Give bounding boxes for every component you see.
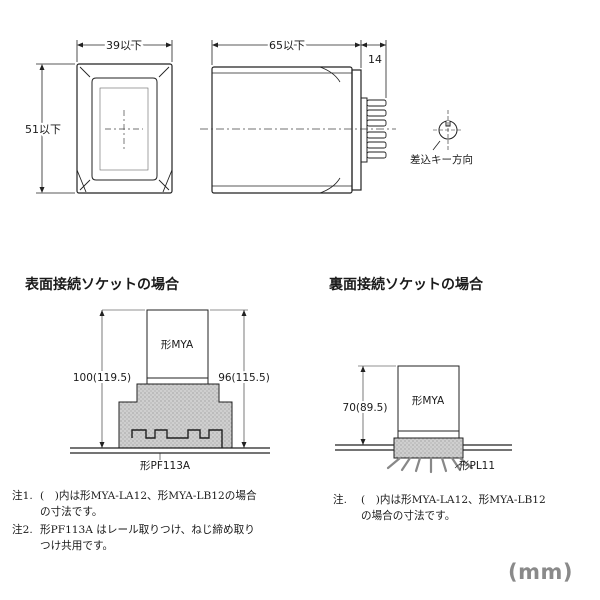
back-socket-drawing	[335, 365, 512, 474]
relay-front-inner	[91, 77, 158, 181]
back-socket-terminals	[386, 456, 474, 474]
front-width-label: 39以下	[106, 39, 142, 52]
front-view	[76, 63, 173, 194]
back-socket-label: 形PL11	[459, 460, 495, 472]
back-socket-body	[393, 437, 464, 459]
relay-front-outline	[76, 63, 173, 194]
surface-height-right-label: 96(115.5)	[218, 372, 270, 384]
note-text: 形PF113A はレール取りつけ、ねじ締め取り	[40, 524, 255, 536]
side-view	[200, 66, 396, 194]
note-3: 注. ( )内は形MYA-LA12、形MYA-LB12	[333, 492, 546, 508]
note-text: つけ共用です。	[40, 540, 114, 552]
note-1: 注1. ( )内は形MYA-LA12、形MYA-LB12の場合	[12, 488, 257, 504]
pin-length-label: 14	[368, 53, 382, 66]
relay-side-base	[351, 69, 362, 191]
side-length-label: 65以下	[269, 39, 305, 52]
din-rail	[131, 429, 223, 448]
back-socket-title: 裏面接続ソケットの場合	[328, 276, 484, 293]
note-number: 注1.	[12, 490, 33, 502]
note-text: の場合の寸法です。	[361, 510, 456, 522]
back-relay-label: 形MYA	[412, 395, 445, 407]
note-text: ( )内は形MYA-LA12、形MYA-LB12の場合	[40, 490, 257, 502]
relay-side-body	[211, 66, 353, 194]
surface-socket-drawing	[70, 309, 270, 460]
surface-height-left-label: 100(119.5)	[73, 372, 131, 384]
front-width-dimension	[76, 40, 173, 62]
notes-left: 注1. ( )内は形MYA-LA12、形MYA-LB12の場合 の寸法です。 注2…	[12, 488, 257, 554]
key-direction-icon	[432, 110, 463, 151]
front-height-dimension	[36, 63, 75, 194]
surface-socket-label: 形PF113A	[140, 460, 191, 472]
back-relay-body	[397, 365, 460, 439]
back-height-label: 70(89.5)	[343, 402, 388, 414]
surface-relay-label: 形MYA	[161, 339, 194, 351]
note-text: の寸法です。	[40, 506, 103, 518]
relay-pins	[366, 99, 387, 159]
note-number: 注.	[333, 494, 347, 506]
surface-socket-title: 表面接続ソケットの場合	[24, 276, 180, 293]
note-text: ( )内は形MYA-LA12、形MYA-LB12	[361, 494, 546, 506]
note-number: 注2.	[12, 524, 33, 536]
notes-right: 注. ( )内は形MYA-LA12、形MYA-LB12 の場合の寸法です。	[333, 492, 546, 524]
pin-length-dimension	[361, 40, 387, 98]
key-direction-label: 差込キー方向	[410, 153, 473, 166]
note-2: 注2. 形PF113A はレール取りつけ、ねじ締め取り	[12, 522, 257, 538]
unit-label: (mm)	[508, 560, 573, 584]
surface-relay-body	[146, 309, 209, 385]
front-height-label: 51以下	[25, 123, 61, 136]
